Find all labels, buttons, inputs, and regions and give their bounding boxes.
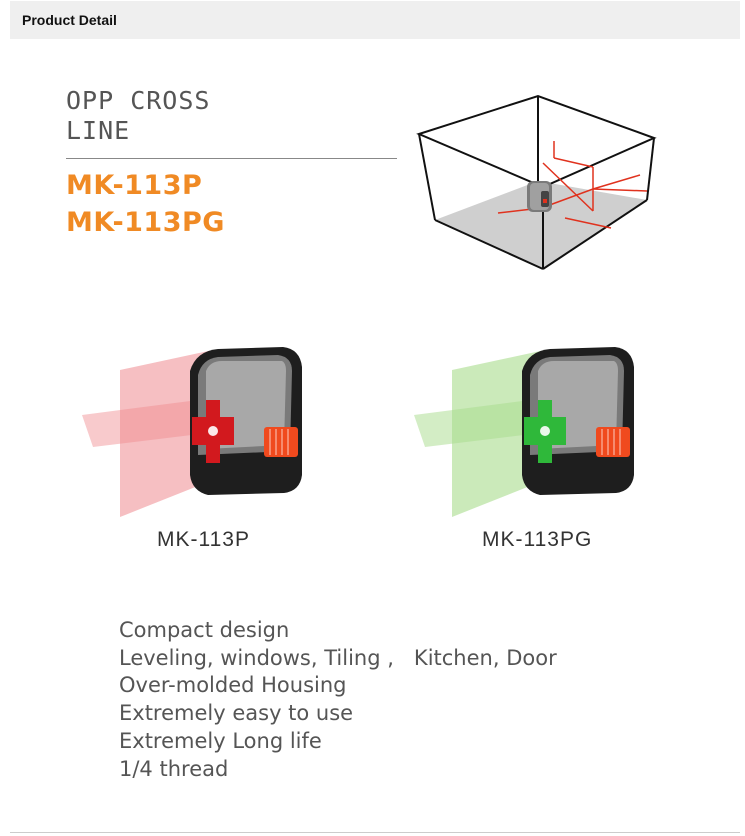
laser-device-icon	[527, 181, 552, 212]
product-caption-green: MK-113PG	[482, 528, 593, 551]
feature-item: Extremely Long life	[119, 728, 322, 753]
feature-item: Leveling, windows, Tiling , Kitchen, Doo…	[119, 645, 557, 670]
red-cross-line-laser-level	[82, 347, 302, 517]
room-floor	[435, 181, 647, 269]
feature-item: Over-molded Housing	[119, 673, 347, 698]
feature-list: Compact design Leveling, windows, Tiling…	[119, 617, 557, 783]
green-horizontal-laser-plane	[414, 400, 540, 447]
product-caption-red: MK-113P	[157, 528, 250, 551]
model-name-1: MK-113P	[66, 170, 203, 201]
laser-cross-lines	[497, 141, 648, 229]
section-title: Product Detail	[22, 12, 117, 28]
red-vertical-laser-plane	[120, 350, 213, 517]
product-type-title: OPP CROSS LINE	[66, 86, 266, 146]
room-laser-diagram	[416, 94, 657, 270]
green-laser-dot	[540, 426, 550, 436]
feature-item: 1/4 thread	[119, 756, 229, 781]
title-line-2: LINE	[66, 116, 131, 145]
section-header: Product Detail	[10, 1, 740, 39]
green-cross-line-laser-level	[414, 347, 634, 517]
title-line-1: OPP CROSS	[66, 86, 211, 115]
red-laser-dot	[208, 426, 218, 436]
feature-item: Compact design	[119, 618, 290, 642]
bottom-divider	[10, 832, 740, 833]
feature-item: Extremely easy to use	[119, 701, 354, 726]
divider	[66, 158, 397, 159]
model-name-2: MK-113PG	[66, 207, 225, 238]
red-horizontal-laser-plane	[82, 400, 208, 447]
